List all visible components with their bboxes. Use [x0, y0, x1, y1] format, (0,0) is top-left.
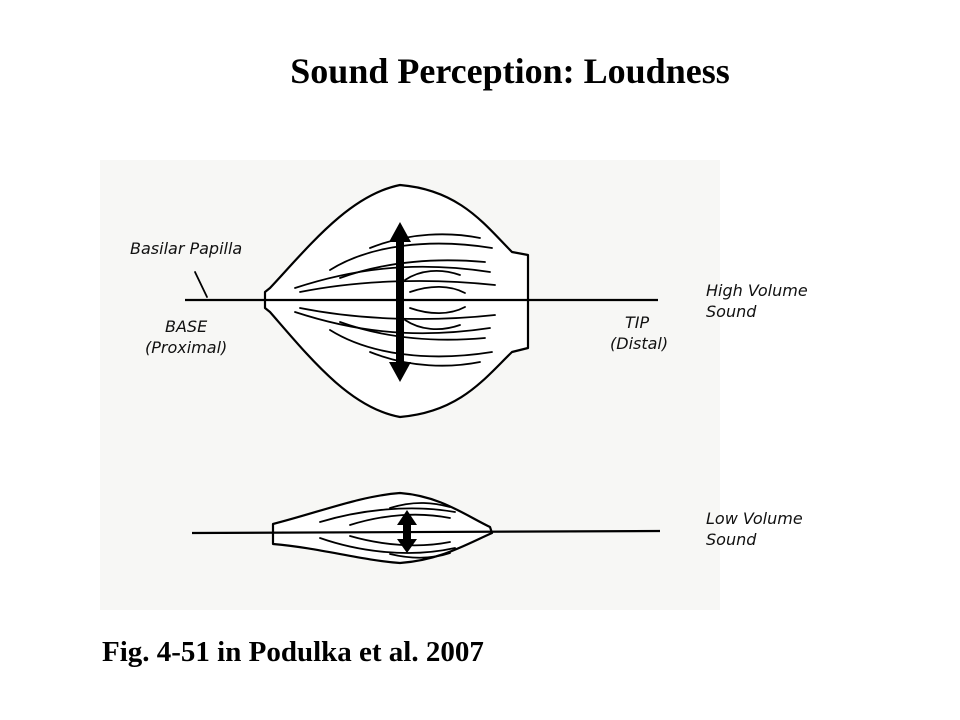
- high-volume-amplitude-arrow: [389, 222, 411, 382]
- proximal-label: (Proximal): [145, 338, 227, 357]
- tip-label: TIP: [625, 313, 649, 332]
- basilar-papilla-label: Basilar Papilla: [130, 239, 242, 258]
- slide-title: Sound Perception: Loudness: [290, 51, 730, 91]
- low-volume-label-group: Low Volume Sound: [706, 509, 803, 549]
- figure-caption: Fig. 4-51 in Podulka et al. 2007: [102, 636, 484, 668]
- low-volume-amplitude-arrow: [397, 510, 417, 553]
- high-volume-fibers: [294, 233, 496, 367]
- low-volume-axis: [191, 529, 661, 535]
- base-label: BASE: [165, 317, 208, 336]
- low-volume-sound-label: Sound: [706, 530, 757, 549]
- low-volume-envelope: [271, 491, 494, 565]
- basilar-papilla-pointer: [194, 271, 208, 298]
- low-volume-label: Low Volume: [706, 509, 803, 528]
- high-volume-label-group: High Volume Sound: [706, 281, 808, 321]
- low-volume-diagram: [191, 491, 661, 565]
- basilar-papilla-figure: Basilar Papilla BASE (Proximal) TIP (Dis…: [100, 160, 720, 610]
- high-volume-label: High Volume: [706, 281, 808, 300]
- high-volume-sound-label: Sound: [706, 302, 757, 321]
- distal-label: (Distal): [610, 334, 668, 353]
- high-volume-diagram: Basilar Papilla BASE (Proximal) TIP (Dis…: [130, 183, 668, 419]
- basilar-papilla-diagram: Basilar Papilla BASE (Proximal) TIP (Dis…: [130, 183, 668, 565]
